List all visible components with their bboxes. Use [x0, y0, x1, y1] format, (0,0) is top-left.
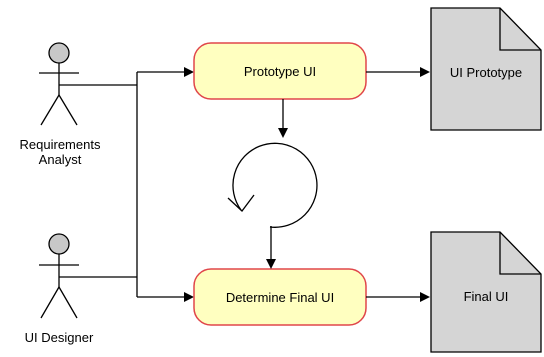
actor-connectors [59, 67, 194, 302]
process-determine-final-ui-box [193, 268, 367, 326]
actor-requirements-analyst-figure [39, 42, 79, 126]
actor-ui-designer-label: UI Designer [14, 330, 104, 345]
actor-requirements-analyst-label-line1: Requirements [19, 137, 101, 152]
document-ui-prototype-fold [499, 8, 541, 51]
iteration-loop-arrowhead [227, 194, 255, 212]
document-final-ui-shape [430, 231, 542, 353]
actor-requirements-analyst-label-line2: Analyst [38, 152, 82, 167]
process-prototype-ui-box [193, 42, 367, 100]
actor-requirements-analyst-label: Requirements Analyst [8, 137, 112, 167]
iteration-loop-icon [232, 142, 318, 228]
document-ui-prototype-shape [430, 7, 542, 131]
actor-ui-designer-figure [39, 233, 79, 319]
document-final-ui-fold [499, 232, 541, 275]
